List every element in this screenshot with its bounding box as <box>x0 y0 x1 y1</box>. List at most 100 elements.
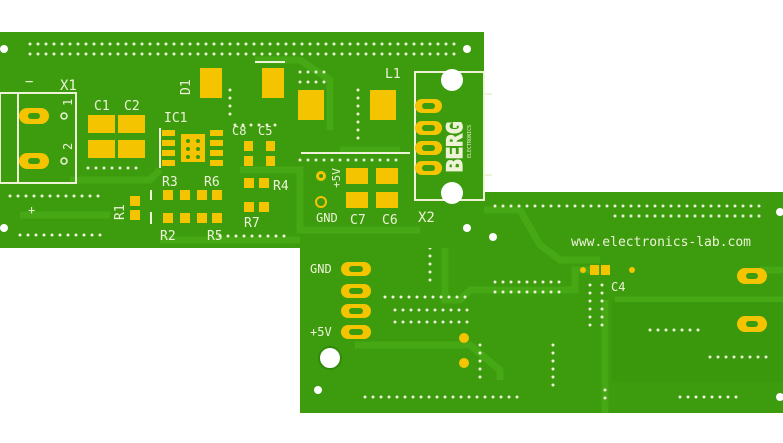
ground-pour-zone <box>612 302 783 382</box>
via-dot <box>28 52 32 56</box>
silk-outlines <box>150 61 410 224</box>
via-dot <box>533 204 537 208</box>
via-dot <box>244 42 248 46</box>
via-dot <box>600 299 604 303</box>
via-dot <box>678 395 682 399</box>
via-dot <box>172 42 176 46</box>
via-dot <box>533 280 537 284</box>
via-dot <box>436 52 440 56</box>
via-dot <box>92 52 96 56</box>
via-dot <box>332 42 336 46</box>
via-dot <box>428 254 432 258</box>
via-dot <box>732 355 736 359</box>
x1-label: X1 <box>60 78 77 94</box>
via-dot <box>42 233 46 237</box>
via-dot <box>196 42 200 46</box>
via-dot <box>588 323 592 327</box>
via-dot <box>433 308 437 312</box>
via-dot <box>645 204 649 208</box>
via-dot <box>180 42 184 46</box>
via-dot <box>757 204 761 208</box>
via-dot <box>228 104 232 108</box>
via-dot <box>134 166 138 170</box>
via-dot <box>220 52 224 56</box>
corner-hole <box>314 386 322 394</box>
via-dot <box>282 234 286 238</box>
via-dot <box>364 42 368 46</box>
via-dot <box>52 52 56 56</box>
via-dot <box>680 328 684 332</box>
via-dot <box>549 204 553 208</box>
r7-label: R7 <box>244 216 260 231</box>
via-dot <box>509 204 513 208</box>
via-dot <box>363 395 367 399</box>
via-dot <box>322 80 326 84</box>
via-dot <box>501 290 505 294</box>
via-dot <box>164 42 168 46</box>
via-dot <box>551 343 555 347</box>
via-dot <box>693 214 697 218</box>
via-dot <box>236 42 240 46</box>
via-dot <box>348 42 352 46</box>
via-dot <box>501 204 505 208</box>
via-dot <box>24 194 28 198</box>
via-dot <box>306 158 310 162</box>
via-dot <box>478 351 482 355</box>
via-dot <box>517 204 521 208</box>
via-dot <box>76 52 80 56</box>
via-dot <box>100 52 104 56</box>
via-dot <box>478 343 482 347</box>
via-dot <box>84 52 88 56</box>
top-5v-label: +5V <box>330 168 343 188</box>
via-dot <box>551 375 555 379</box>
via-dot <box>316 52 320 56</box>
via-dot <box>637 204 641 208</box>
via-dot <box>415 295 419 299</box>
via-dot <box>391 295 395 299</box>
via-dot <box>605 204 609 208</box>
via-dot <box>60 52 64 56</box>
via-dot <box>94 166 98 170</box>
r3-label: R3 <box>162 175 178 190</box>
via-dot <box>756 355 760 359</box>
via-dot <box>258 234 262 238</box>
via-dot <box>88 194 92 198</box>
via-dot <box>517 280 521 284</box>
via-dot <box>156 52 160 56</box>
via-dot <box>764 355 768 359</box>
via-dot <box>386 158 390 162</box>
via-dot <box>637 214 641 218</box>
via-dot <box>588 315 592 319</box>
via-dot <box>425 320 429 324</box>
via-dot <box>284 42 288 46</box>
via-dot <box>401 308 405 312</box>
via-dot <box>180 52 184 56</box>
via-dot <box>491 395 495 399</box>
via-dot <box>236 52 240 56</box>
via-dot <box>557 280 561 284</box>
via-dot <box>694 395 698 399</box>
via-dot <box>372 42 376 46</box>
pin-2-label: 2 <box>61 143 75 150</box>
via-dot <box>204 42 208 46</box>
svg-text:ELECTRONICS: ELECTRONICS <box>467 125 473 158</box>
via-dot <box>757 214 761 218</box>
via-dot <box>677 214 681 218</box>
via-dot <box>549 280 553 284</box>
via-dot <box>340 42 344 46</box>
via-dot <box>565 204 569 208</box>
via-dot <box>292 42 296 46</box>
via-dot <box>420 42 424 46</box>
via-dot <box>92 42 96 46</box>
via-dot <box>116 42 120 46</box>
via-dot <box>457 320 461 324</box>
via-dot <box>433 320 437 324</box>
via-dot <box>196 52 200 56</box>
via-dot <box>435 395 439 399</box>
via-dot <box>600 291 604 295</box>
via-dot <box>588 307 592 311</box>
via-dot <box>507 395 511 399</box>
via-dot <box>324 52 328 56</box>
via-dot <box>452 52 456 56</box>
via-dot <box>306 70 310 74</box>
